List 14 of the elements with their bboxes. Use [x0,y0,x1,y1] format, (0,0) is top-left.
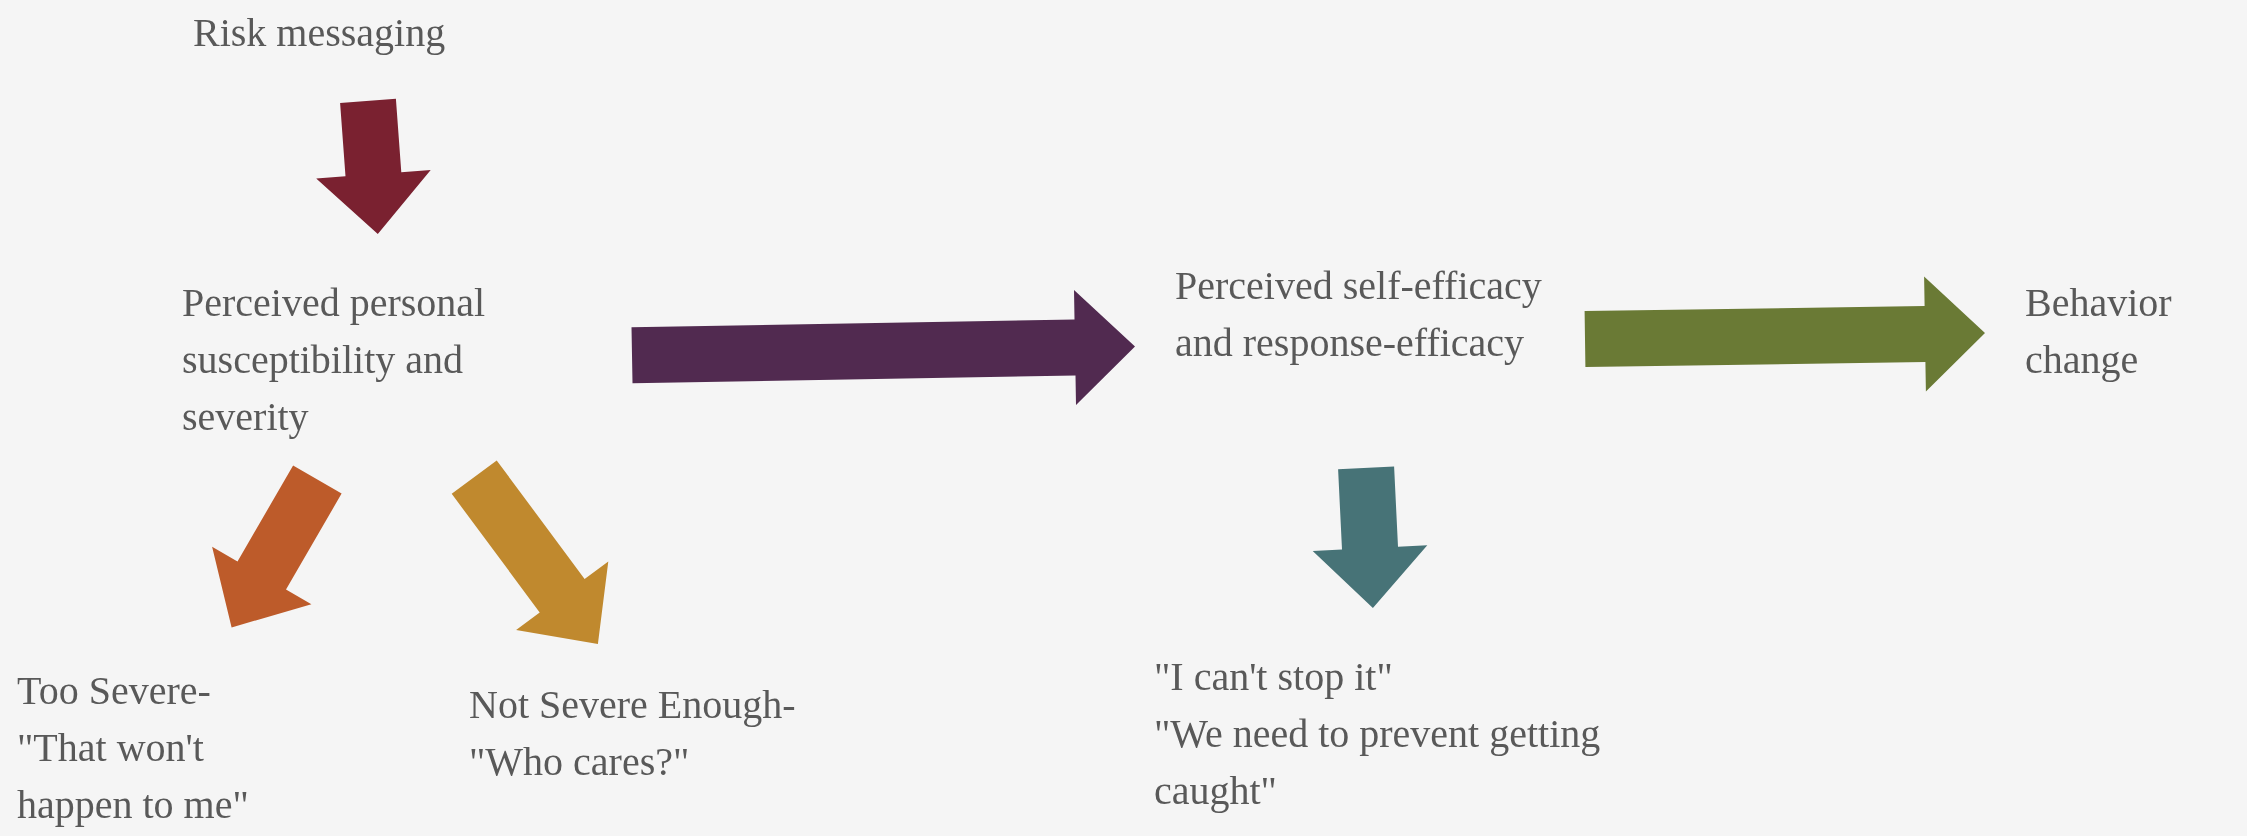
node-text: Perceived personal susceptibility and severity [182,279,487,441]
node-text: "We need to prevent getting caught" [1154,710,1602,815]
node-text: Perceived self-efficacy and response-efficacy [1175,262,1543,367]
node-text: Not Severe Enough- "Who cares?" [469,681,797,786]
block-arrow [212,465,342,628]
node-text: "I can't stop it" [1154,653,1394,701]
block-arrow [451,460,609,644]
node-text: Too Severe- "That won't happen to me" [17,667,250,829]
block-arrow [316,98,431,235]
block-arrow [1312,466,1428,608]
node-text: Behavior change [2025,279,2173,384]
block-arrow [1584,276,1985,392]
block-arrow [631,290,1135,405]
node-text: Risk messaging [193,9,447,57]
